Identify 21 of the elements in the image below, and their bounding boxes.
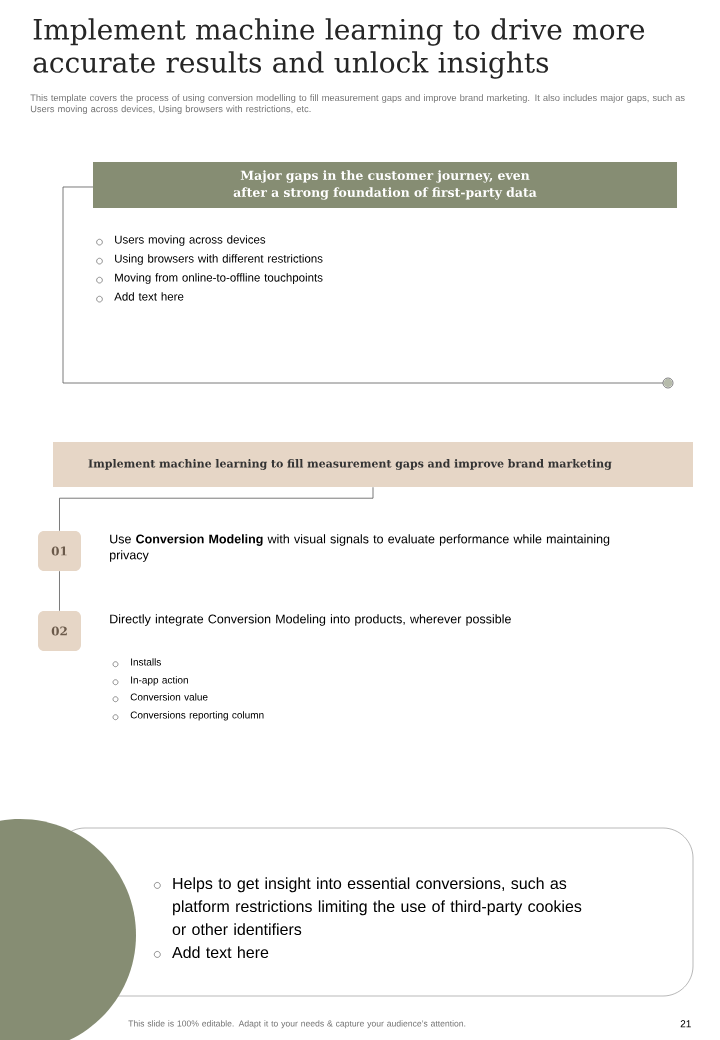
bullet-text: Users moving across devices xyxy=(115,235,266,246)
number-badge: 01 xyxy=(38,531,81,571)
item-text: Use Conversion Modeling with visual signals to evaluate performance while maintaining privacy xyxy=(110,534,610,562)
connector-line xyxy=(59,570,60,612)
bullet-text: Conversion value xyxy=(130,693,208,701)
header-band: Major gaps in the customer journey, even after a strong foundation of first-party data xyxy=(93,162,677,208)
item-text: Directly integrate Conversion Modeling into products, wherever possible xyxy=(110,614,511,626)
bullet-text: Add text here xyxy=(114,292,184,301)
bullet-text: In-app action xyxy=(131,676,188,686)
page-number: 21 xyxy=(680,1020,691,1028)
bullet-text: Conversions reporting column xyxy=(130,711,264,721)
bullet-text: Installs xyxy=(131,658,161,666)
connector-line xyxy=(59,486,374,532)
bullet-text: Using browsers with different restrictions xyxy=(115,254,323,265)
title: Implement machine learning to drive more accurate results and unlock insights xyxy=(33,18,645,79)
rounded-panel: Helps to get insight into essential conversions, such as platform restrictions limiting the use of third-party cookies or other identifiers Add text here xyxy=(54,827,694,997)
number-badge: 02 xyxy=(38,611,81,651)
bullet-text: Moving from online-to-offline touchpoints xyxy=(115,273,323,284)
footer-note: This slide is 100% editable. Adapt it to your needs & capture your audience’s attention. xyxy=(128,1020,466,1029)
header-band: Implement machine learning to fill measurement gaps and improve brand marketing xyxy=(53,442,693,487)
subtitle: This template covers the process of using conversion modelling to fill measurement gaps and improve brand marketing. It also includes major gaps, such as Users moving across devices, Using browsers with restrictions, etc. xyxy=(30,94,685,115)
